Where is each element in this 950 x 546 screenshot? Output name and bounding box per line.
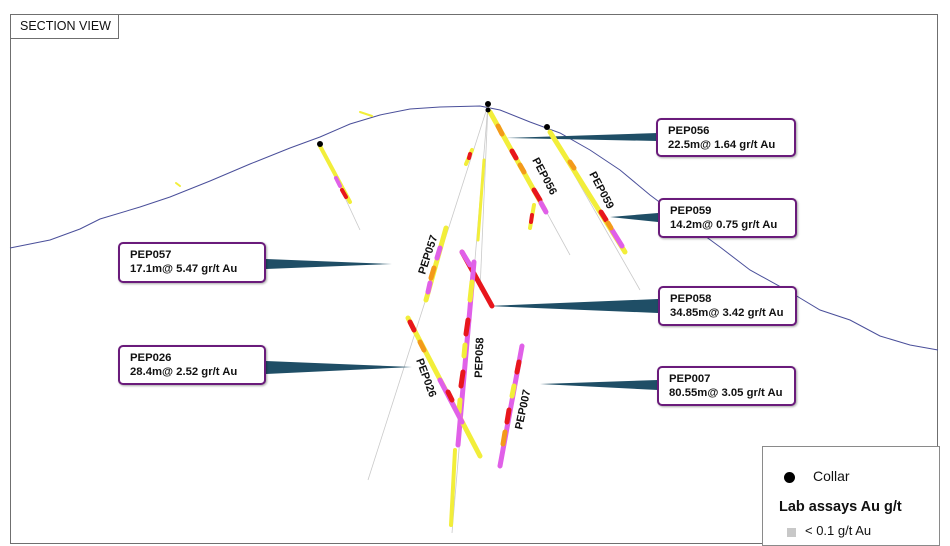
collar-marker [485, 101, 491, 107]
hole-pep007 [497, 343, 525, 469]
callout-pep026: PEP026 28.4m@ 2.52 gr/t Au [118, 345, 266, 385]
callout-intercept: 34.85m@ 3.42 gr/t Au [670, 307, 784, 319]
callout-intercept: 17.1m@ 5.47 gr/t Au [130, 263, 238, 275]
collar-marker [317, 141, 323, 147]
callout-intercept: 22.5m@ 1.64 gr/t Au [668, 139, 776, 151]
collar-marker [485, 107, 491, 113]
callout-pep057: PEP057 17.1m@ 5.47 gr/t Au [118, 242, 266, 283]
callout-hole-name: PEP007 [669, 373, 711, 385]
callout-intercept: 28.4m@ 2.52 gr/t Au [130, 366, 238, 378]
hole-label-pep026: PEP026 [413, 357, 438, 399]
drill-traces [319, 104, 641, 533]
callout-intercept: 80.55m@ 3.05 gr/t Au [669, 387, 783, 399]
callout-hole-name: PEP057 [130, 249, 172, 261]
callout-pep056: PEP056 22.5m@ 1.64 gr/t Au [656, 118, 796, 157]
callout-hole-name: PEP059 [670, 205, 712, 217]
section-view-canvas: PEP056 PEP059 PEP057 PEP058 PEP026 PEP00… [9, 101, 939, 533]
callout-pep058: PEP058 34.85m@ 3.42 gr/t Au [658, 286, 797, 326]
callout-pep059: PEP059 14.2m@ 0.75 gr/t Au [658, 198, 797, 238]
callout-leaders [266, 133, 658, 390]
hole-pep057 [318, 144, 474, 303]
assay-interval-fragment [175, 182, 181, 187]
hole-pep026 [405, 315, 483, 459]
callout-hole-name: PEP058 [670, 293, 712, 305]
collar-legend-icon [784, 472, 795, 483]
hole-label-pep059: PEP059 [586, 170, 616, 211]
hole-label-pep058: PEP058 [473, 337, 486, 378]
topography-line [9, 105, 939, 351]
legend-bin-label: < 0.1 g/t Au [805, 523, 872, 538]
legend-collar-label: Collar [813, 468, 850, 484]
section-view-title: SECTION VIEW [10, 14, 119, 39]
callout-intercept: 14.2m@ 0.75 gr/t Au [670, 219, 778, 231]
callout-pep007: PEP007 80.55m@ 3.05 gr/t Au [657, 366, 796, 406]
hole-pep059 [547, 129, 628, 255]
hole-label-pep007: PEP007 [513, 389, 533, 431]
collar-marker [544, 124, 550, 130]
legend-panel: Collar Lab assays Au g/t < 0.1 g/t Au [762, 446, 940, 546]
assay-interval-fragment [359, 111, 373, 117]
legend-heading: Lab assays Au g/t [779, 499, 902, 515]
callout-hole-name: PEP026 [130, 352, 172, 364]
collar-markers [317, 101, 550, 147]
callout-hole-name: PEP056 [668, 125, 710, 137]
hole-pep056 [487, 109, 549, 230]
